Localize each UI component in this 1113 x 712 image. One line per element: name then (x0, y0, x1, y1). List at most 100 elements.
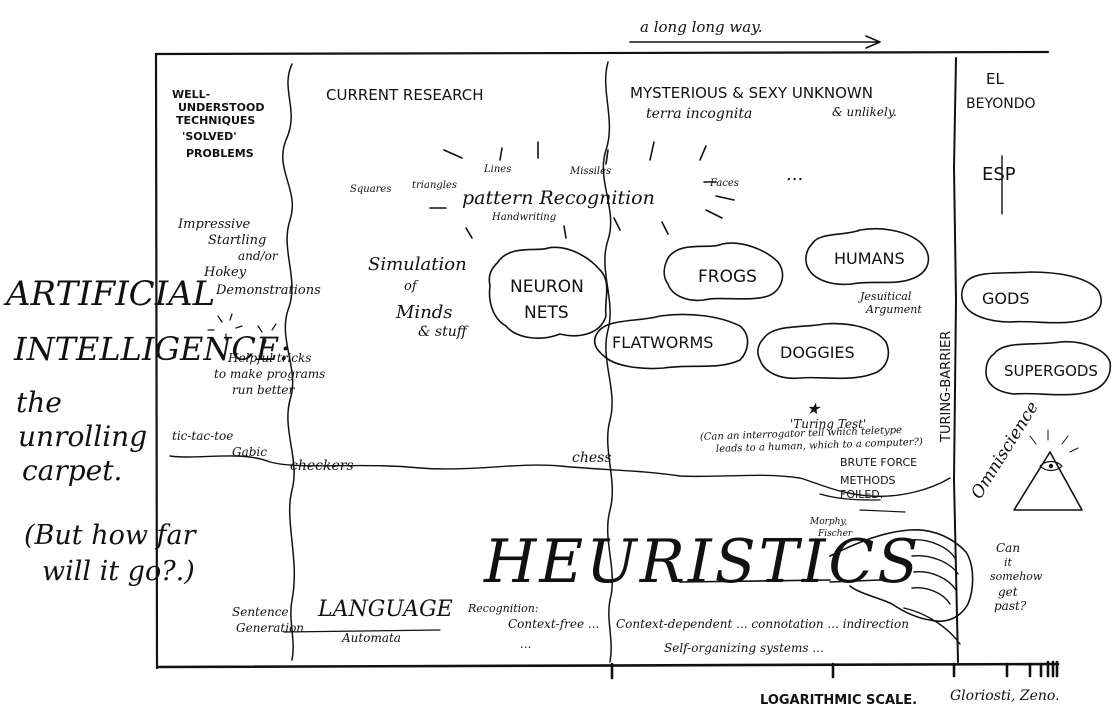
svg-text:NEURON: NEURON (510, 277, 584, 297)
svg-text:'Turing Test': 'Turing Test' (790, 417, 866, 431)
star-icon: ★ (806, 399, 822, 418)
carpet-edge (169, 455, 951, 498)
svg-text:FLATWORMS: FLATWORMS (612, 333, 713, 352)
svg-text:Simulation: Simulation (368, 254, 467, 275)
heading-beyondo: BEYONDO (966, 96, 1036, 112)
svg-text:FROGS: FROGS (698, 267, 757, 287)
svg-text:Demonstrations: Demonstrations (215, 283, 321, 298)
divider-turing-barrier (953, 57, 959, 663)
cloud-frogs: FROGS (663, 242, 784, 302)
carpet-edge-2 (819, 493, 906, 513)
language-label: LANGUAGE (317, 597, 453, 622)
svg-text:WELL-: WELL- (172, 88, 210, 101)
left-title: ARTIFICIAL INTELLIGENCE: the unrolling c… (3, 274, 290, 487)
frame-bottom-axis (155, 662, 1060, 669)
sentence-generation: Sentence Generation (232, 605, 304, 635)
divider-current-mysterious (602, 61, 614, 663)
heading-unlikely: & unlikely. (832, 105, 897, 119)
frame-left (154, 52, 159, 670)
svg-text:to make programs: to make programs (214, 367, 325, 381)
heading-current-research: CURRENT RESEARCH (326, 86, 484, 104)
svg-text:FOILED.: FOILED. (840, 488, 883, 501)
svg-text:will it go?.): will it go?.) (42, 556, 195, 587)
label-triangles: triangles (412, 180, 457, 191)
recognition-label: Recognition: (467, 602, 539, 615)
heading-terra-incognita: terra incognita (646, 106, 752, 122)
self-organizing-label: Self-organizing systems ... (664, 641, 824, 655)
svg-text:PROBLEMS: PROBLEMS (186, 147, 254, 160)
label-handwriting: Handwriting (491, 212, 556, 223)
svg-text:unrolling: unrolling (18, 420, 147, 453)
language-dots: ... (520, 637, 531, 651)
divider-solved-current (282, 63, 296, 661)
svg-text:Startling: Startling (208, 233, 266, 248)
svg-text:DOGGIES: DOGGIES (780, 343, 855, 362)
automata-label: Automata (341, 631, 401, 645)
log-scale-ticks (610, 660, 1059, 680)
arrow-right-icon (629, 35, 881, 49)
svg-text:run better: run better (232, 383, 296, 397)
label-pattern-dots: ... (786, 164, 803, 185)
heading-mysterious: MYSTERIOUS & SEXY UNKNOWN (630, 84, 873, 102)
heading-solved: WELL- UNDERSTOOD TECHNIQUES 'SOLVED' PRO… (172, 88, 265, 160)
eye-pyramid-icon (1013, 429, 1083, 511)
svg-text:UNDERSTOOD: UNDERSTOOD (178, 101, 265, 114)
cloud-gods: GODS (961, 271, 1102, 324)
simulation-of-minds: Simulation of Minds & stuff (368, 254, 469, 340)
heading-el: EL (986, 70, 1004, 88)
svg-text:Helpful tricks: Helpful tricks (227, 351, 311, 365)
top-arrow-label: a long long way. (640, 18, 762, 36)
pattern-recognition-label: pattern Recognition (462, 187, 655, 209)
svg-text:Fischer: Fischer (817, 529, 853, 539)
hand-drawing (829, 529, 974, 645)
svg-text:(But how far: (But how far (24, 520, 198, 551)
brute-force-label: BRUTE FORCE (840, 456, 917, 469)
label-lines: Lines (483, 164, 511, 175)
svg-text:somehow: somehow (990, 570, 1043, 583)
heuristics-label: HEURISTICS (483, 527, 921, 597)
impressive-demonstrations: Impressive Startling and/or Hokey Demons… (177, 217, 321, 298)
gloriosti-zeno-label: Gloriosti, Zeno. (950, 688, 1060, 704)
label-chess: chess (572, 450, 612, 466)
svg-text:Can: Can (996, 541, 1020, 555)
svg-text:Minds: Minds (395, 302, 453, 323)
svg-text:GODS: GODS (982, 289, 1029, 308)
svg-text:Hokey: Hokey (203, 265, 247, 280)
pattern-burst-rays (429, 141, 735, 239)
svg-text:Generation: Generation (236, 621, 304, 635)
svg-text:Jesuitical: Jesuitical (858, 290, 912, 303)
omniscience-label: Omniscience (967, 398, 1043, 502)
automata-underline (283, 629, 441, 633)
svg-text:Impressive: Impressive (177, 217, 251, 232)
svg-text:it: it (1004, 556, 1013, 569)
context-dependent-label: Context-dependent ... connotation ... in… (616, 617, 909, 631)
svg-text:of: of (404, 279, 419, 294)
methods-foiled: METHODS FOILED. (840, 474, 896, 501)
svg-text:NETS: NETS (524, 303, 569, 323)
morphy-fischer: Morphy, Fischer (809, 517, 853, 539)
esp-label: ESP (982, 164, 1016, 185)
svg-text:SUPERGODS: SUPERGODS (1004, 362, 1098, 380)
sparkle-icon (207, 313, 277, 347)
helpful-tricks: Helpful tricks to make programs run bett… (214, 351, 325, 397)
label-squares: Squares (350, 184, 391, 195)
svg-text:HUMANS: HUMANS (834, 249, 905, 268)
svg-text:INTELLIGENCE:: INTELLIGENCE: (13, 330, 290, 368)
label-faces: Faces (709, 178, 739, 189)
jesuitical-argument: Jesuitical Argument (858, 290, 922, 316)
svg-text:the: the (16, 386, 62, 419)
svg-text:Morphy,: Morphy, (809, 517, 847, 527)
logarithmic-scale-label: LOGARITHMIC SCALE. (760, 693, 917, 708)
svg-text:'SOLVED': 'SOLVED' (182, 130, 237, 143)
can-it-get-past: Can it somehow get past? (990, 541, 1043, 613)
context-free-label: Context-free ... (508, 617, 599, 631)
cloud-supergods: SUPERGODS (985, 340, 1112, 396)
svg-text:carpet.: carpet. (22, 454, 122, 487)
heuristics-underline (679, 579, 831, 583)
svg-text:& stuff: & stuff (418, 324, 469, 340)
svg-text:TECHNIQUES: TECHNIQUES (176, 114, 255, 127)
turing-barrier-label: TURING-BARRIER (939, 331, 954, 443)
cloud-doggies: DOGGIES (757, 322, 890, 380)
cloud-neuron-nets: NEURON NETS (488, 246, 608, 339)
